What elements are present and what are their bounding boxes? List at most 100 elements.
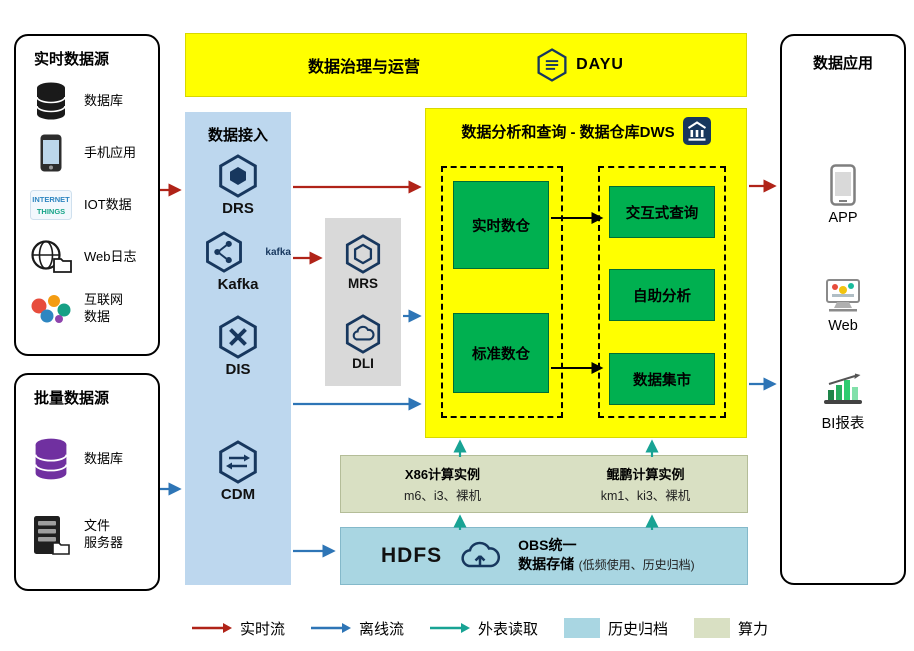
dayu-label: DAYU	[576, 56, 624, 73]
obs-text: OBS统一 数据存储 (低频使用、历史归档)	[518, 537, 694, 575]
offline-arrow-icon	[310, 623, 351, 633]
node-label: DRS	[222, 200, 254, 217]
bi-report-icon	[824, 373, 862, 404]
node-mrs: MRS	[325, 234, 401, 291]
source-item-web-log: Web日志	[16, 231, 158, 283]
source-item-label: Web日志	[84, 248, 137, 264]
dws-warehouse-panel: 数据分析和查询 - 数据仓库DWS 实时数仓 标准数仓 交互式查询 自助分析 数…	[425, 108, 747, 438]
node-cdm: CDM	[185, 440, 291, 503]
node-dli: DLI	[325, 314, 401, 371]
svg-text:THINGS: THINGS	[37, 207, 65, 216]
node-label: Kafka	[217, 276, 259, 293]
compute-swatch	[694, 618, 731, 638]
legend-label: 实时流	[239, 620, 285, 638]
obs-note: (低频使用、历史归档)	[578, 557, 695, 572]
obs-line2: 数据存储	[518, 555, 575, 572]
node-dis: DIS	[185, 315, 291, 378]
external-read-arrow-icon	[429, 623, 470, 633]
node-standard-warehouse: 标准数仓	[453, 313, 549, 393]
kafka-icon	[206, 231, 243, 273]
legend-label: 外表读取	[477, 620, 538, 638]
node-realtime-warehouse: 实时数仓	[453, 181, 549, 269]
legend-label: 算力	[738, 620, 769, 638]
node-interactive-query: 交互式查询	[609, 186, 715, 238]
x86-compute: X86计算实例 m6、i3、裸机	[341, 456, 544, 512]
app-item-app: APP	[782, 164, 904, 226]
app-phone-icon	[830, 164, 856, 206]
legend-label: 历史归档	[608, 620, 669, 638]
legend: 实时流 离线流 外表读取 历史归档 算力	[150, 612, 810, 644]
source-item-label: 数据库	[84, 450, 124, 466]
database-icon	[28, 81, 74, 121]
source-item-label: 数据库	[84, 92, 124, 108]
dli-icon	[345, 314, 381, 354]
source-item-label: 互联网 数据	[84, 292, 124, 324]
purple-database-icon	[28, 437, 74, 481]
dws-title: 数据分析和查询 - 数据仓库DWS	[461, 123, 675, 141]
source-item-file-server: 文件 服务器	[16, 506, 158, 564]
batch-sources-title: 批量数据源	[34, 390, 110, 407]
file-server-icon	[28, 514, 74, 556]
kafka-wordmark: kafka	[265, 246, 291, 258]
realtime-sources-title: 实时数据源	[34, 51, 110, 68]
legend-item-archive: 历史归档	[564, 618, 668, 639]
warehouse-icon	[682, 117, 711, 145]
governance-bar: 数据治理与运营 DAYU	[185, 33, 747, 97]
legend-item-compute: 算力	[694, 618, 768, 639]
source-item-database: 数据库	[16, 75, 158, 127]
node-self-service-analysis: 自助分析	[609, 269, 715, 321]
compute-instances-panel: X86计算实例 m6、i3、裸机 鲲鹏计算实例 km1、ki3、裸机	[340, 455, 748, 513]
node-kafka: kafka Kafka	[185, 230, 291, 293]
data-apps-panel: 数据应用 APP Web	[780, 34, 906, 585]
dis-icon	[219, 315, 257, 359]
source-item-iot: INTERNET THINGS IOT数据	[16, 179, 158, 231]
query-group-right	[598, 166, 726, 418]
legend-item-external-read: 外表读取	[429, 618, 538, 639]
governance-title: 数据治理与运营	[308, 59, 421, 76]
kunpeng-compute-title: 鲲鹏计算实例	[606, 467, 685, 482]
node-label: CDM	[220, 486, 256, 503]
node-label: DLI	[352, 356, 374, 371]
source-item-label: 手机应用	[84, 144, 137, 160]
app-item-label: Web	[828, 318, 858, 334]
mrs-icon	[345, 234, 381, 274]
data-apps-title: 数据应用	[812, 55, 873, 72]
obs-cloud-icon	[461, 541, 501, 568]
svg-text:INTERNET: INTERNET	[32, 195, 70, 204]
source-item-internet-data: 互联网 数据	[16, 283, 158, 335]
dayu-icon	[537, 48, 567, 82]
realtime-sources-panel: 实时数据源 数据库	[14, 34, 160, 356]
kunpeng-compute: 鲲鹏计算实例 km1、ki3、裸机	[544, 456, 747, 512]
node-drs: DRS	[185, 154, 291, 217]
cdm-icon	[219, 440, 257, 484]
app-item-bi: BI报表	[782, 372, 904, 433]
source-item-batch-database: 数据库	[16, 430, 158, 488]
node-label: DIS	[225, 361, 251, 378]
data-ingest-title: 数据接入	[207, 127, 268, 144]
legend-item-realtime: 实时流	[191, 618, 285, 639]
legend-item-offline: 离线流	[310, 618, 404, 639]
drs-icon	[219, 154, 257, 198]
data-ingest-panel: 数据接入 DRS kafka Kafka	[185, 112, 291, 585]
node-data-mart: 数据集市	[609, 353, 715, 405]
phone-icon	[28, 133, 74, 173]
source-item-label: IOT数据	[84, 196, 132, 212]
node-label: MRS	[348, 276, 378, 291]
web-icon	[826, 279, 860, 312]
x86-compute-title: X86计算实例	[404, 467, 481, 482]
kunpeng-compute-detail: km1、ki3、裸机	[600, 489, 691, 503]
compute-services-panel: MRS DLI	[325, 218, 401, 386]
web-log-icon	[28, 239, 74, 275]
x86-compute-detail: m6、i3、裸机	[403, 489, 482, 503]
archive-swatch	[564, 618, 600, 638]
iot-icon: INTERNET THINGS	[28, 190, 74, 220]
batch-sources-panel: 批量数据源 数据库	[14, 373, 160, 591]
app-item-label: APP	[828, 210, 858, 226]
hdfs-label: HDFS	[381, 544, 443, 567]
warehouse-group-left	[441, 166, 563, 418]
storage-panel: HDFS OBS统一 数据存储 (低频使用、历史归档)	[340, 527, 748, 585]
app-item-label: BI报表	[821, 416, 865, 432]
realtime-arrow-icon	[191, 623, 232, 633]
dayu-brand: DAYU	[535, 48, 624, 82]
